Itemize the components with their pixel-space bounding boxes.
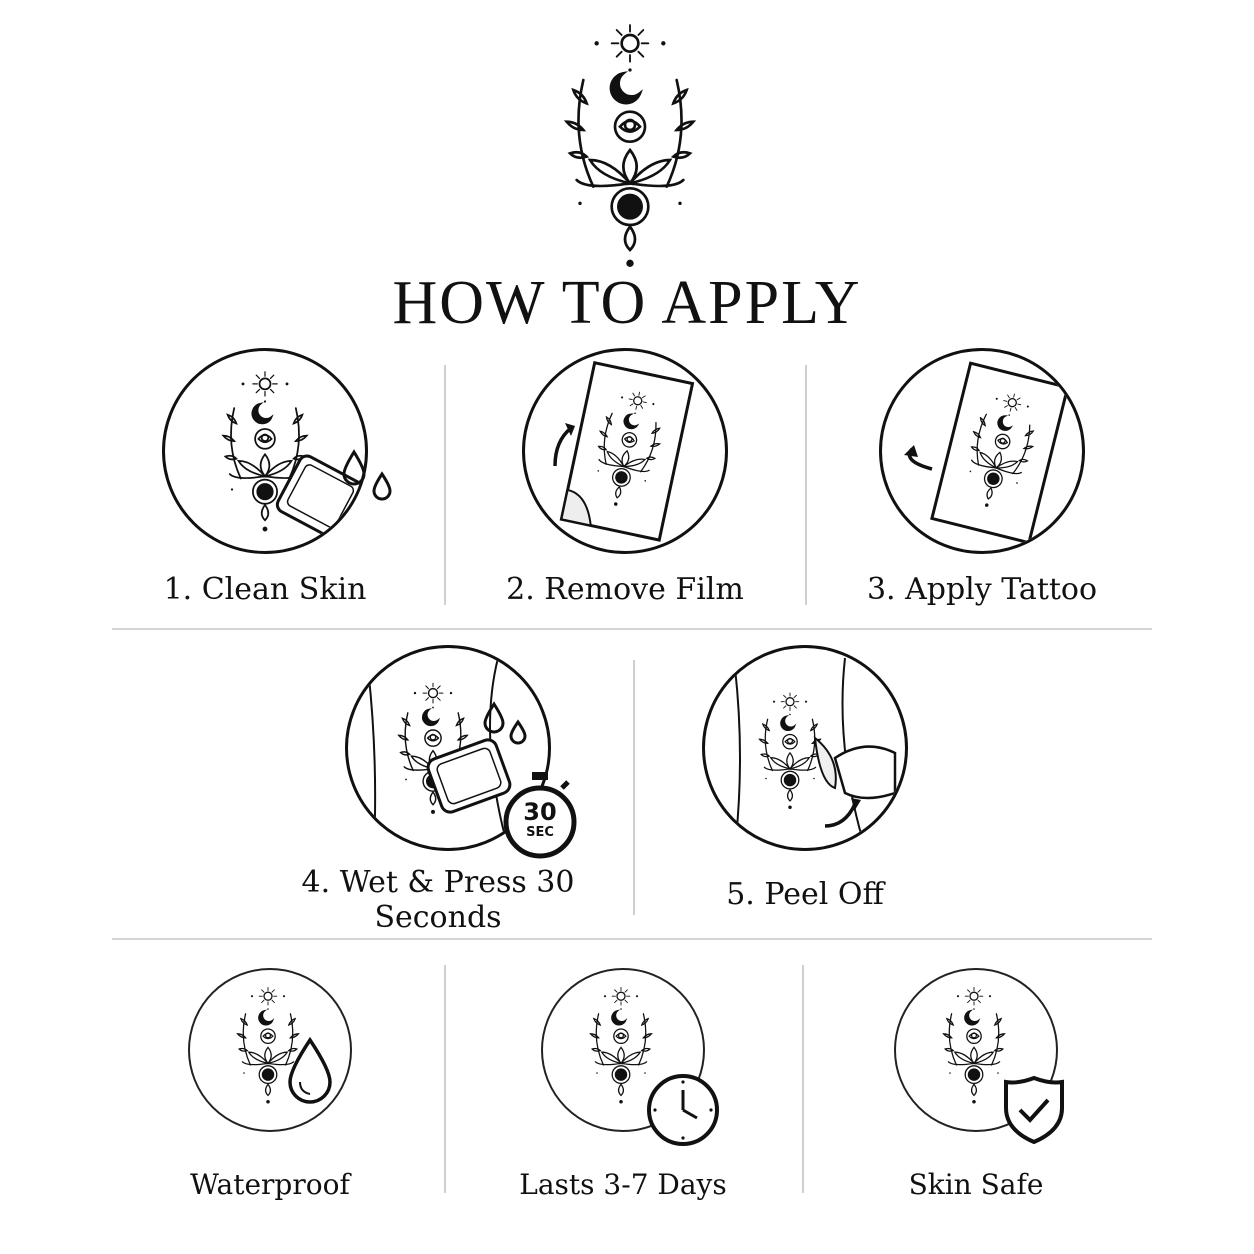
- divider: [112, 938, 1152, 940]
- divider: [805, 365, 807, 605]
- peel-film-icon: [522, 348, 728, 554]
- divider: [444, 365, 446, 605]
- place-sheet-icon: [879, 348, 1085, 554]
- page-title: HOW TO APPLY: [392, 269, 862, 337]
- step-apply-tattoo: 3. Apply Tattoo: [832, 348, 1132, 607]
- step-peel-off: 5. Peel Off: [700, 645, 910, 912]
- feature-label: Skin Safe: [908, 1168, 1044, 1201]
- step-label: 4. Wet & Press 30 Seconds: [301, 865, 575, 935]
- feature-skin-safe: Skin Safe: [826, 968, 1126, 1201]
- divider: [112, 628, 1152, 630]
- water-drops-icon: [342, 449, 392, 501]
- shield-check-icon: [1004, 1075, 1064, 1145]
- step-label: 5. Peel Off: [726, 877, 884, 912]
- peel-off-icon: [702, 645, 908, 851]
- step-remove-film: 2. Remove Film: [475, 348, 775, 607]
- timer-value: 30: [523, 798, 557, 826]
- step-label: 1. Clean Skin: [163, 572, 367, 607]
- hero-tattoo-motif: [540, 20, 720, 270]
- timer-unit: SEC: [526, 825, 554, 840]
- divider: [633, 660, 635, 915]
- water-drops-icon: [483, 701, 527, 745]
- divider: [444, 965, 446, 1193]
- step-label: 3. Apply Tattoo: [866, 572, 1098, 607]
- step-clean-skin: 1. Clean Skin: [115, 348, 415, 607]
- wipe-pad-drops-icon: [162, 348, 368, 554]
- feature-label: Lasts 3-7 Days: [519, 1168, 727, 1201]
- clock-icon: [647, 1074, 719, 1146]
- feature-label: Waterproof: [190, 1168, 350, 1201]
- feature-waterproof: Waterproof: [120, 968, 420, 1201]
- stopwatch-icon: 30 SEC: [500, 770, 580, 862]
- feature-duration: Lasts 3-7 Days: [473, 968, 773, 1201]
- divider: [802, 965, 804, 1193]
- step-label: 2. Remove Film: [506, 572, 744, 607]
